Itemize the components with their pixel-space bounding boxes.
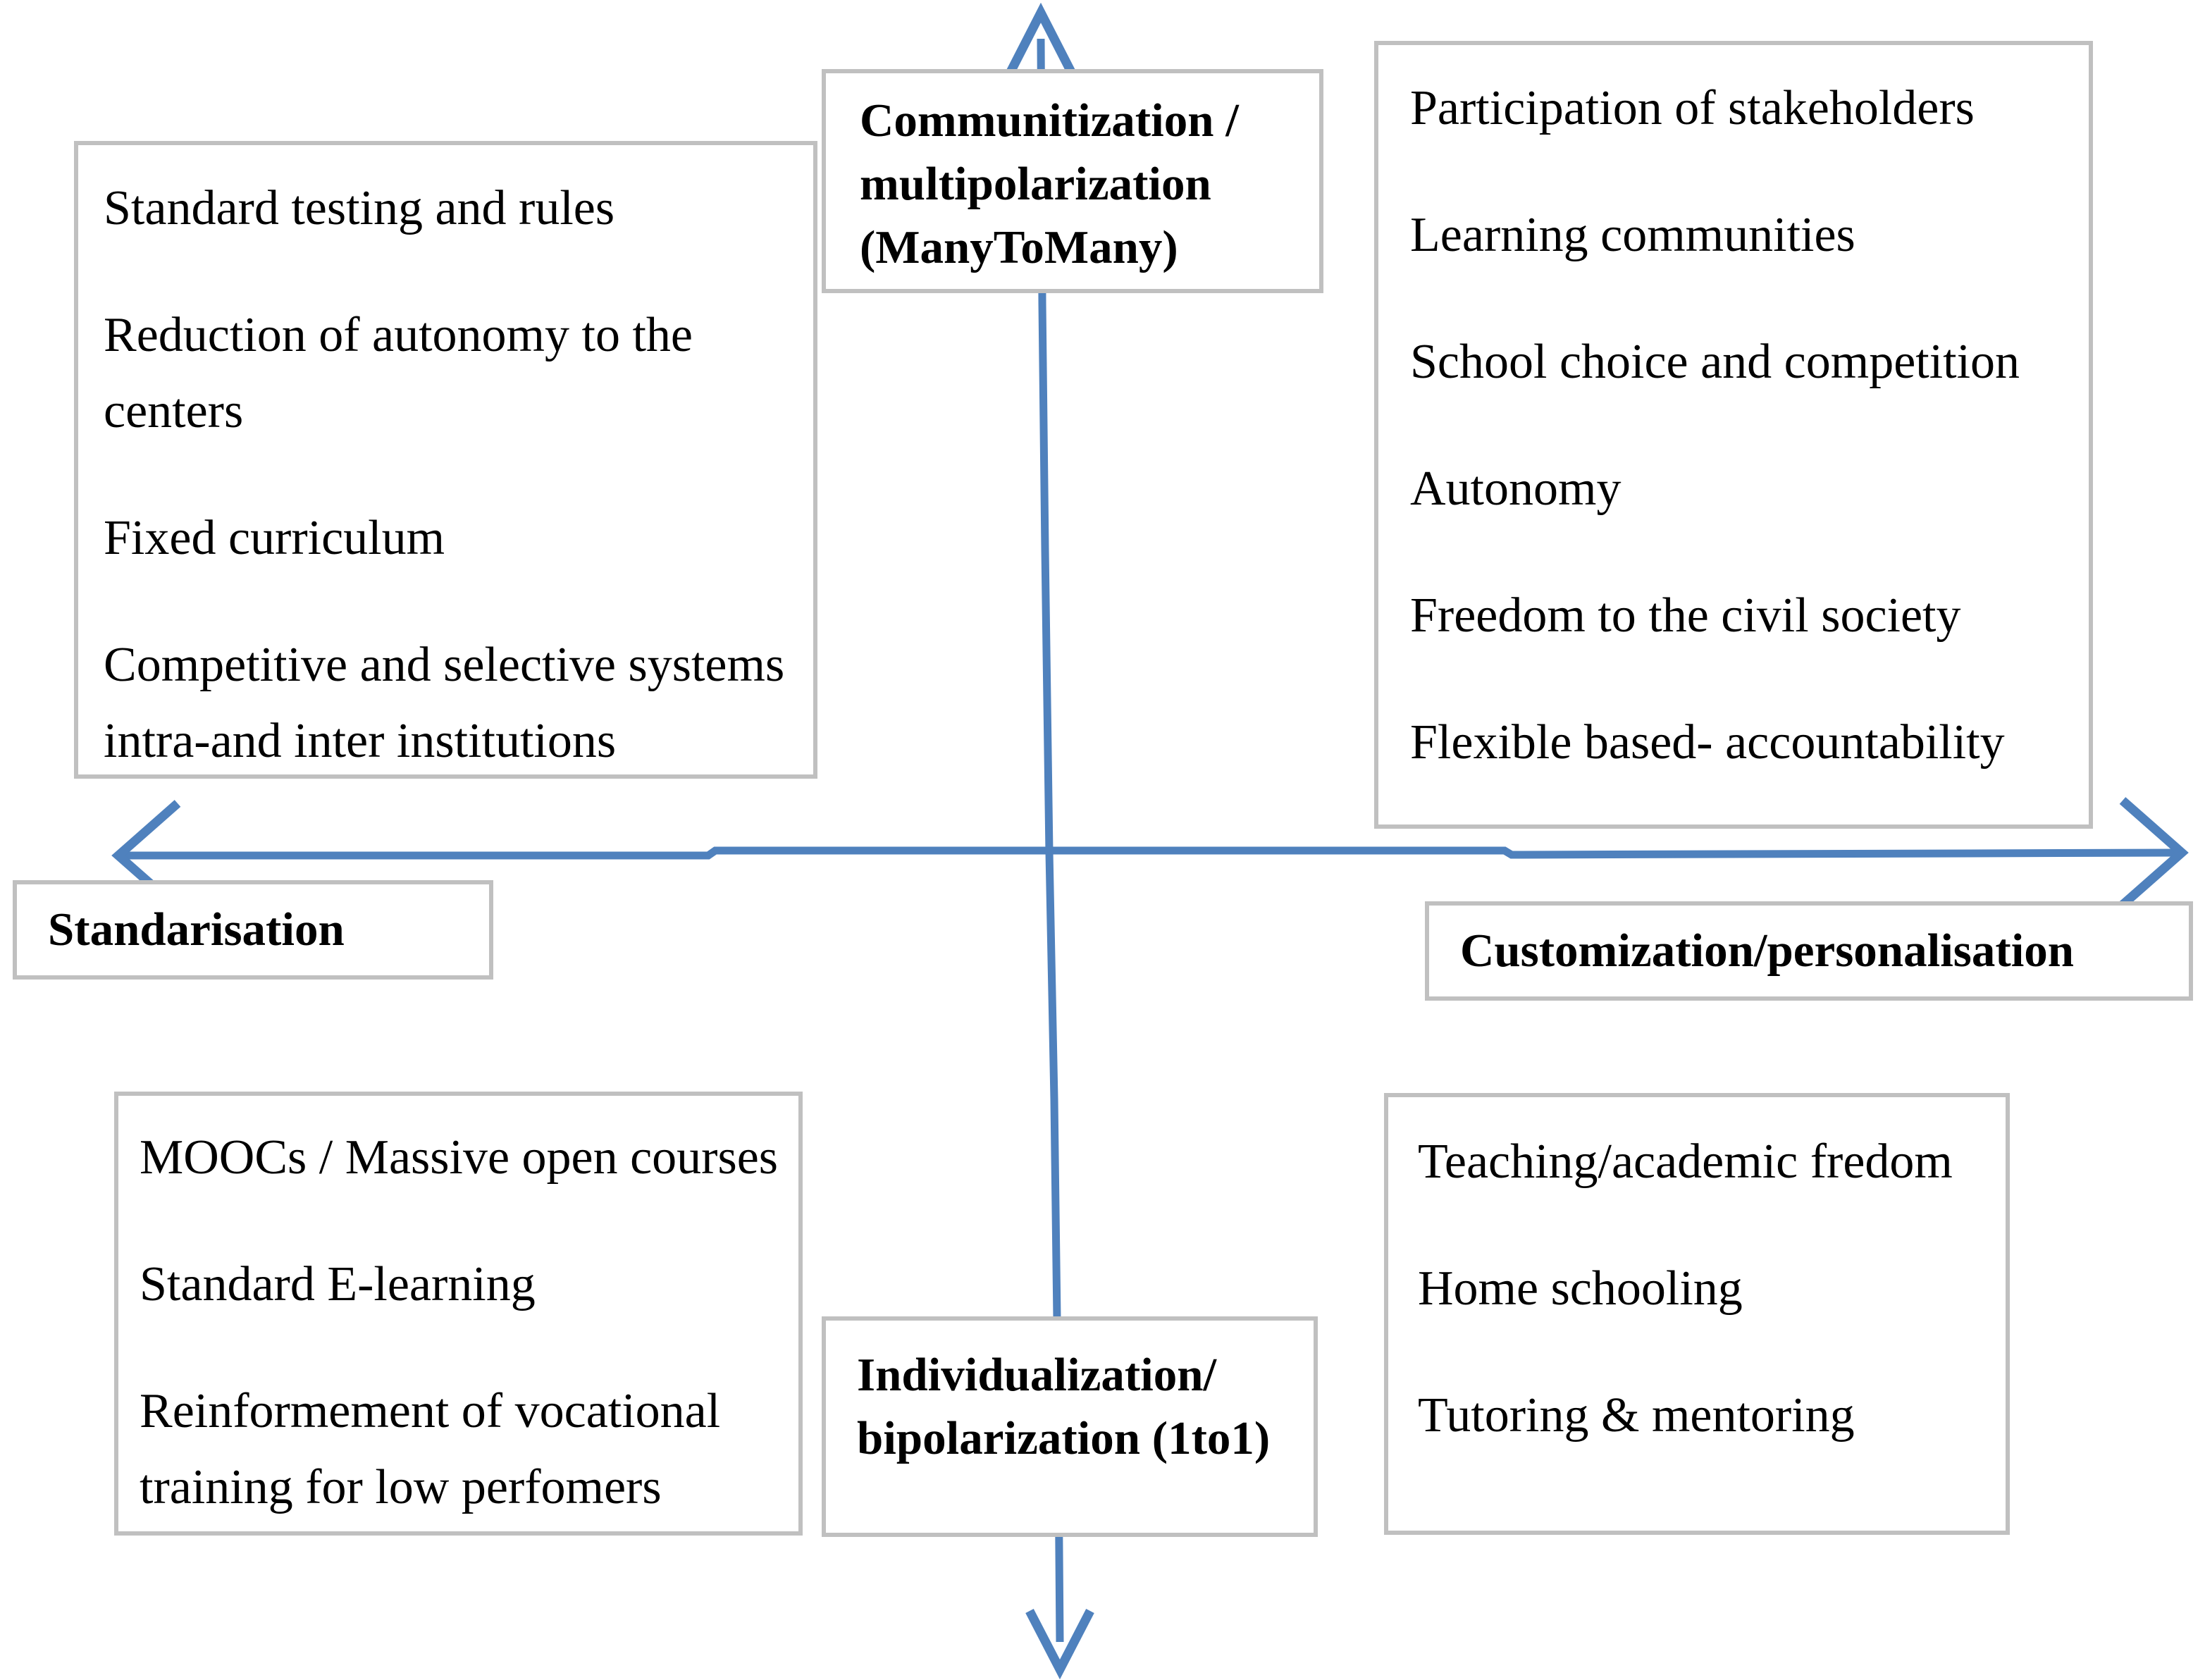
list-item: MOOCs / Massive open courses [140, 1130, 779, 1185]
list-item: Fixed curriculum [104, 511, 445, 565]
axis-label-top-line: Communitization / [860, 94, 1239, 147]
right-arrowhead-icon [2119, 797, 2189, 908]
list-item: Learning communities [1410, 208, 1855, 262]
list-item: Autonomy [1410, 462, 1622, 516]
up-arrowhead-icon [1006, 2, 1075, 74]
quadrant-box-bottom-right: Teaching/academic fredom Home schooling … [1384, 1093, 2010, 1535]
quadrant-box-top-right: Participation of stakeholders Learning c… [1374, 41, 2093, 829]
axis-label-right: Customization/personalisation [1460, 925, 2075, 977]
list-item: Freedom to the civil society [1410, 588, 1961, 643]
list-item: Competitive and selective systems intra-… [104, 638, 785, 768]
axis-label-left-box: Standarisation [13, 880, 493, 980]
horizontal-axis-line [120, 846, 2181, 860]
list-item: Reduction of autonomy to the centers [104, 308, 693, 438]
list-item: Reinformement of vocational training for… [140, 1384, 721, 1514]
list-item: Standard E-learning [140, 1257, 536, 1311]
axis-label-top-line: multipolarization [860, 158, 1211, 210]
axis-label-bottom-line: bipolarization (1to1) [857, 1412, 1271, 1464]
list-item: Flexible based- accountability [1410, 715, 2005, 770]
list-item: Home schooling [1418, 1261, 1743, 1316]
axis-label-top-box: Communitization / multipolarization (Man… [822, 69, 1323, 293]
down-arrowhead-icon [1025, 1609, 1094, 1680]
axis-label-right-box: Customization/personalisation [1425, 901, 2193, 1001]
list-item: School choice and competition [1410, 335, 2020, 389]
list-item: Participation of stakeholders [1410, 81, 1975, 135]
quadrant-box-bottom-left: MOOCs / Massive open courses Standard E-… [114, 1092, 803, 1536]
axis-label-bottom-line: Individualization/ [857, 1349, 1217, 1401]
axis-label-left: Standarisation [48, 903, 345, 956]
list-item: Teaching/academic fredom [1418, 1135, 1953, 1189]
quadrant-box-top-left: Standard testing and rules Reduction of … [74, 141, 817, 779]
axis-label-top-line: (ManyToMany) [860, 221, 1178, 273]
axis-label-bottom-box: Individualization/ bipolarization (1to1) [822, 1316, 1318, 1537]
list-item: Tutoring & mentoring [1418, 1388, 1855, 1443]
list-item: Standard testing and rules [104, 181, 615, 235]
